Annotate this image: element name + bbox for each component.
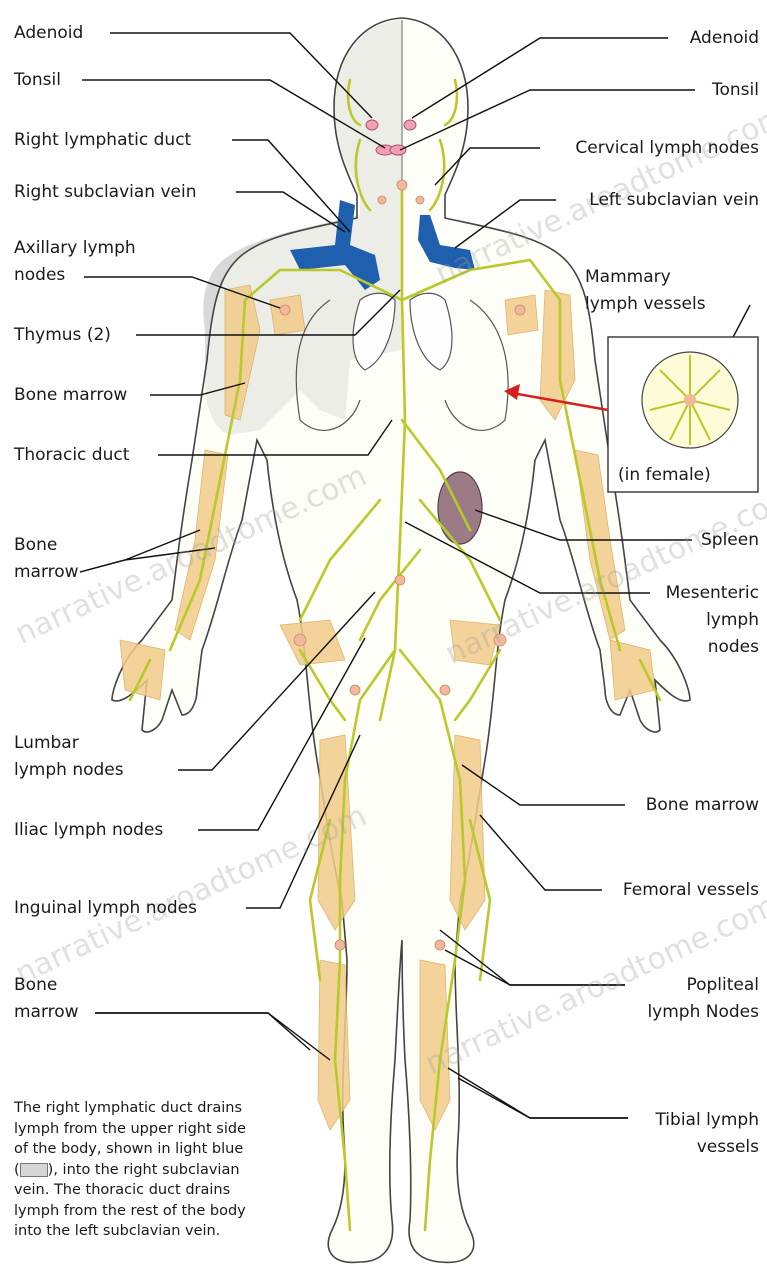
label-tibial-lymph-vessels: Tibial lymph vessels [655, 1107, 759, 1161]
label-mesenteric-lymph-nodes: Mesenteric lymph nodes [666, 580, 759, 661]
label-bone-marrow-thigh: Bone marrow [646, 792, 759, 819]
label-iliac-lymph-nodes: Iliac lymph nodes [14, 817, 163, 844]
label-in-female: (in female) [618, 462, 711, 489]
label-lumbar-lymph-nodes: Lumbar lymph nodes [14, 730, 124, 784]
label-right-subclavian-vein: Right subclavian vein [14, 179, 196, 206]
label-bone-marrow-forearm: Bone marrow [14, 532, 79, 586]
label-thymus: Thymus (2) [14, 322, 111, 349]
label-axillary-lymph-nodes: Axillary lymph nodes [14, 235, 136, 289]
label-popliteal-lymph-nodes: Popliteal lymph Nodes [647, 972, 759, 1026]
light-blue-swatch [20, 1163, 48, 1177]
label-mammary-lymph-vessels: Mammary lymph vessels [585, 264, 706, 318]
label-thoracic-duct: Thoracic duct [14, 442, 129, 469]
label-inguinal-lymph-nodes: Inguinal lymph nodes [14, 895, 197, 922]
label-tonsil-left: Tonsil [14, 67, 61, 94]
label-bone-marrow-leg: Bone marrow [14, 972, 79, 1026]
label-spleen: Spleen [701, 527, 759, 554]
label-adenoid-left: Adenoid [14, 20, 83, 47]
label-cervical-lymph-nodes: Cervical lymph nodes [575, 135, 759, 162]
label-femoral-vessels: Femoral vessels [623, 877, 759, 904]
label-adenoid-right: Adenoid [690, 25, 759, 52]
label-tonsil-right: Tonsil [712, 77, 759, 104]
label-bone-marrow-chest: Bone marrow [14, 382, 127, 409]
label-left-subclavian-vein: Left subclavian vein [589, 187, 759, 214]
caption: The right lymphatic duct drains lymph fr… [14, 1098, 314, 1242]
label-right-lymphatic-duct: Right lymphatic duct [14, 127, 191, 154]
